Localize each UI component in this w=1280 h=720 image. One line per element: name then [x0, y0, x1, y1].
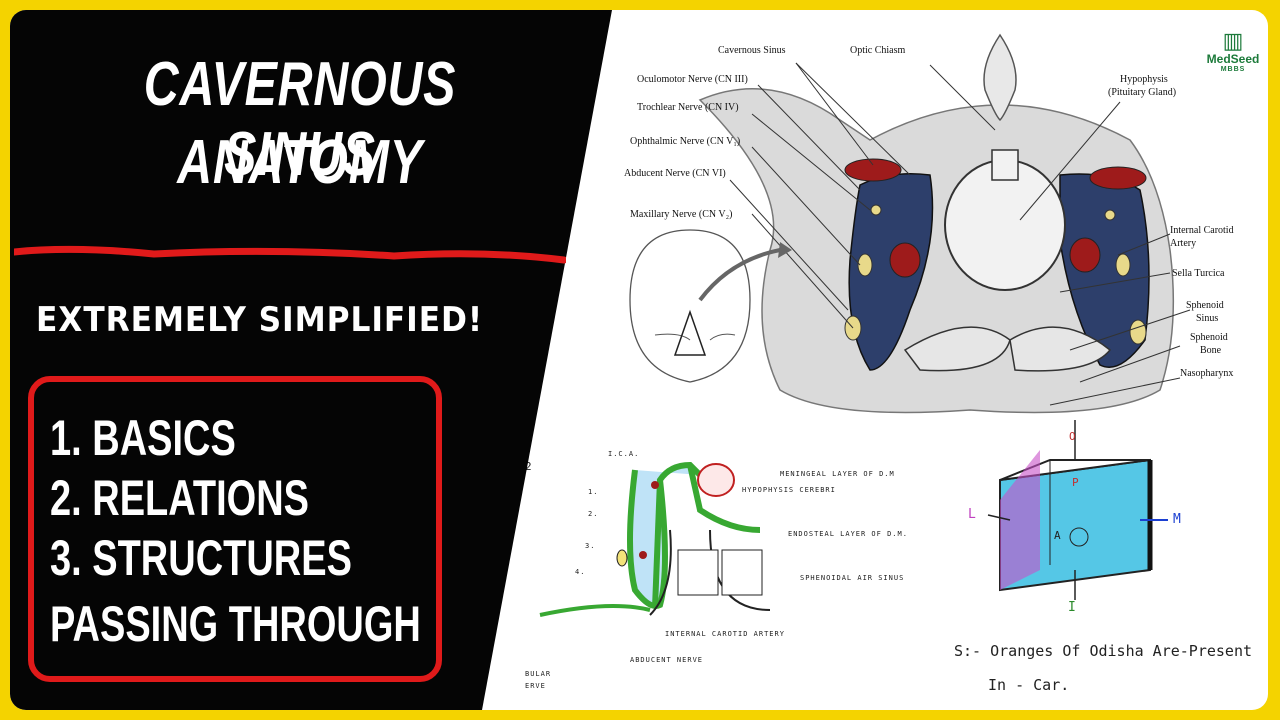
page-title-line-2: ANATOMY: [177, 128, 423, 197]
book-icon: ▥: [1222, 28, 1244, 53]
sketch-n3: 3.: [585, 542, 596, 550]
sketch-meningeal-layer: MENINGEAL LAYER OF D.M: [780, 470, 895, 478]
sketch-hypophysis-cerebri: HYPOPHYSIS CEREBRI: [742, 486, 836, 494]
label-sphenoid-bone: Sphenoid: [1190, 332, 1228, 343]
cube-label-bottom: I: [1068, 600, 1076, 615]
label-trochlear-nerve: Trochlear Nerve (CN IV): [637, 102, 739, 113]
label-sphenoid-sinus-2: Sinus: [1196, 313, 1219, 324]
sketch-n4: 4.: [575, 568, 586, 576]
mnemonic-line-1: S:- Oranges Of Odisha Are-Present: [954, 642, 1253, 660]
medseed-logo: ▥ MedSeed MBBS: [1202, 28, 1264, 74]
label-ophthalmic-nerve: Ophthalmic Nerve (CN V₁): [630, 136, 741, 147]
label-internal-carotid-artery: Internal Carotid: [1170, 225, 1234, 236]
label-abducent-nerve: Abducent Nerve (CN VI): [624, 168, 726, 179]
label-oculomotor-nerve: Oculomotor Nerve (CN III): [637, 74, 748, 85]
mnemonic-line-2: In - Car.: [988, 676, 1070, 694]
label-pituitary-gland: (Pituitary Gland): [1108, 87, 1177, 98]
cube-label-top: O: [1069, 430, 1076, 443]
label-sphenoid-sinus: Sphenoid: [1186, 300, 1224, 311]
red-brush-divider: [14, 245, 566, 264]
label-cavernous-sinus: Cavernous Sinus: [718, 45, 786, 56]
topic-item: PASSING THROUGH: [50, 596, 421, 652]
label-hypophysis: Hypophysis: [1120, 74, 1168, 85]
cavernous-sinus-diagram: [539, 33, 1191, 617]
topic-item: 3. STRUCTURES: [50, 530, 352, 586]
label-optic-chiasm: Optic Chiasm: [850, 45, 906, 56]
sketch-n1: 1.: [588, 488, 599, 496]
label-nasopharynx: Nasopharynx: [1180, 368, 1234, 379]
topic-item: 1. BASICS: [50, 410, 236, 466]
label-sphenoid-bone-2: Bone: [1200, 345, 1222, 356]
cube-label-front: A: [1054, 529, 1061, 542]
sketch-number: 2: [525, 460, 532, 473]
cube-label-left: L: [968, 507, 976, 522]
label-maxillary-nerve: Maxillary Nerve (CN V₂): [630, 209, 733, 220]
label-sella-turcica: Sella Turcica: [1172, 268, 1225, 279]
label-internal-carotid-artery-2: Artery: [1170, 238, 1197, 249]
cube-label-right: M: [1173, 512, 1181, 527]
sketch-bular: BULAR: [525, 670, 552, 678]
cube-label-back: P: [1072, 476, 1079, 489]
sketch-abducent-nerve: ABDUCENT NERVE: [630, 656, 704, 664]
sketch-erve: ERVE: [525, 682, 546, 690]
page-title-line-1: CAVERNOUS SINUS: [143, 50, 457, 189]
sketch-endosteal-layer: ENDOSTEAL LAYER OF D.M.: [788, 530, 908, 538]
sketch-n2: 2.: [588, 510, 599, 518]
sketch-sphenoidal-air-sinus: SPHENOIDAL AIR SINUS: [800, 574, 905, 582]
topic-item: 2. RELATIONS: [50, 470, 309, 526]
topics-box: [28, 376, 442, 682]
sketch-ica-short: I.C.A.: [608, 450, 640, 458]
subtitle: EXTREMELY SIMPLIFIED!: [36, 300, 484, 340]
sketch-internal-carotid-artery: INTERNAL CAROTID ARTERY: [665, 630, 785, 638]
